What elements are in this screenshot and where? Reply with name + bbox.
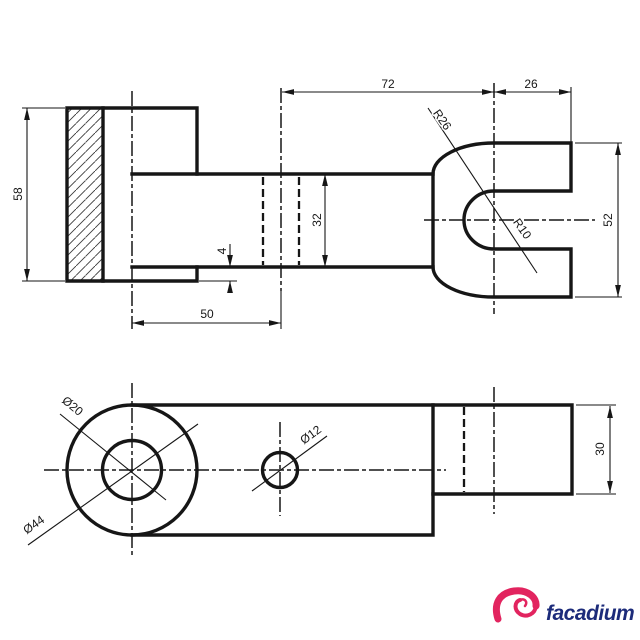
- swirl-outer-arc: [492, 587, 540, 623]
- dim-72-label: 72: [381, 77, 395, 91]
- dim-26-label: 26: [524, 77, 538, 91]
- dim-50-label: 50: [200, 307, 214, 321]
- bottom-view: 30 Ø20 Ø44 Ø12: [19, 383, 616, 558]
- fork-outline: [431, 141, 573, 299]
- dim-30-label: 30: [593, 442, 607, 456]
- dim-58-label: 58: [11, 187, 25, 201]
- dim-r26-label: R26: [430, 107, 454, 133]
- top-view: 72 26 58 32 4 50 52: [10, 76, 622, 329]
- dim-52-label: 52: [601, 213, 615, 227]
- dim-52-extensions: [575, 142, 622, 298]
- flange-hub-outline: [65, 106, 199, 283]
- drawing-root: 72 26 58 32 4 50 52: [10, 76, 635, 626]
- dim-32-label: 32: [310, 213, 324, 227]
- dim-4-label: 4: [215, 247, 229, 254]
- dim-dia44-label: Ø44: [20, 512, 47, 537]
- dim-dia12-label: Ø12: [297, 422, 324, 447]
- dia12-leader-line: [251, 435, 328, 492]
- body-top-and-fork-block: [130, 403, 574, 496]
- logo-wordmark: facadium: [546, 602, 634, 625]
- flange-section-hatch: [67, 108, 103, 281]
- swirl-center-curl: [518, 598, 528, 608]
- fork-block-step-and-body-bottom: [130, 403, 435, 537]
- dim-58-extensions: [22, 107, 65, 282]
- dim-30-extensions: [576, 404, 616, 495]
- radius-leader-line: [427, 107, 538, 274]
- dia20-leader-line: [59, 413, 167, 501]
- logo: facadium: [492, 587, 635, 625]
- spiral-swirl-icon: [492, 587, 540, 623]
- dim-dia20-label: Ø20: [59, 393, 86, 419]
- dia44-leader-line: [27, 423, 199, 546]
- swirl-mid-arc: [513, 598, 538, 618]
